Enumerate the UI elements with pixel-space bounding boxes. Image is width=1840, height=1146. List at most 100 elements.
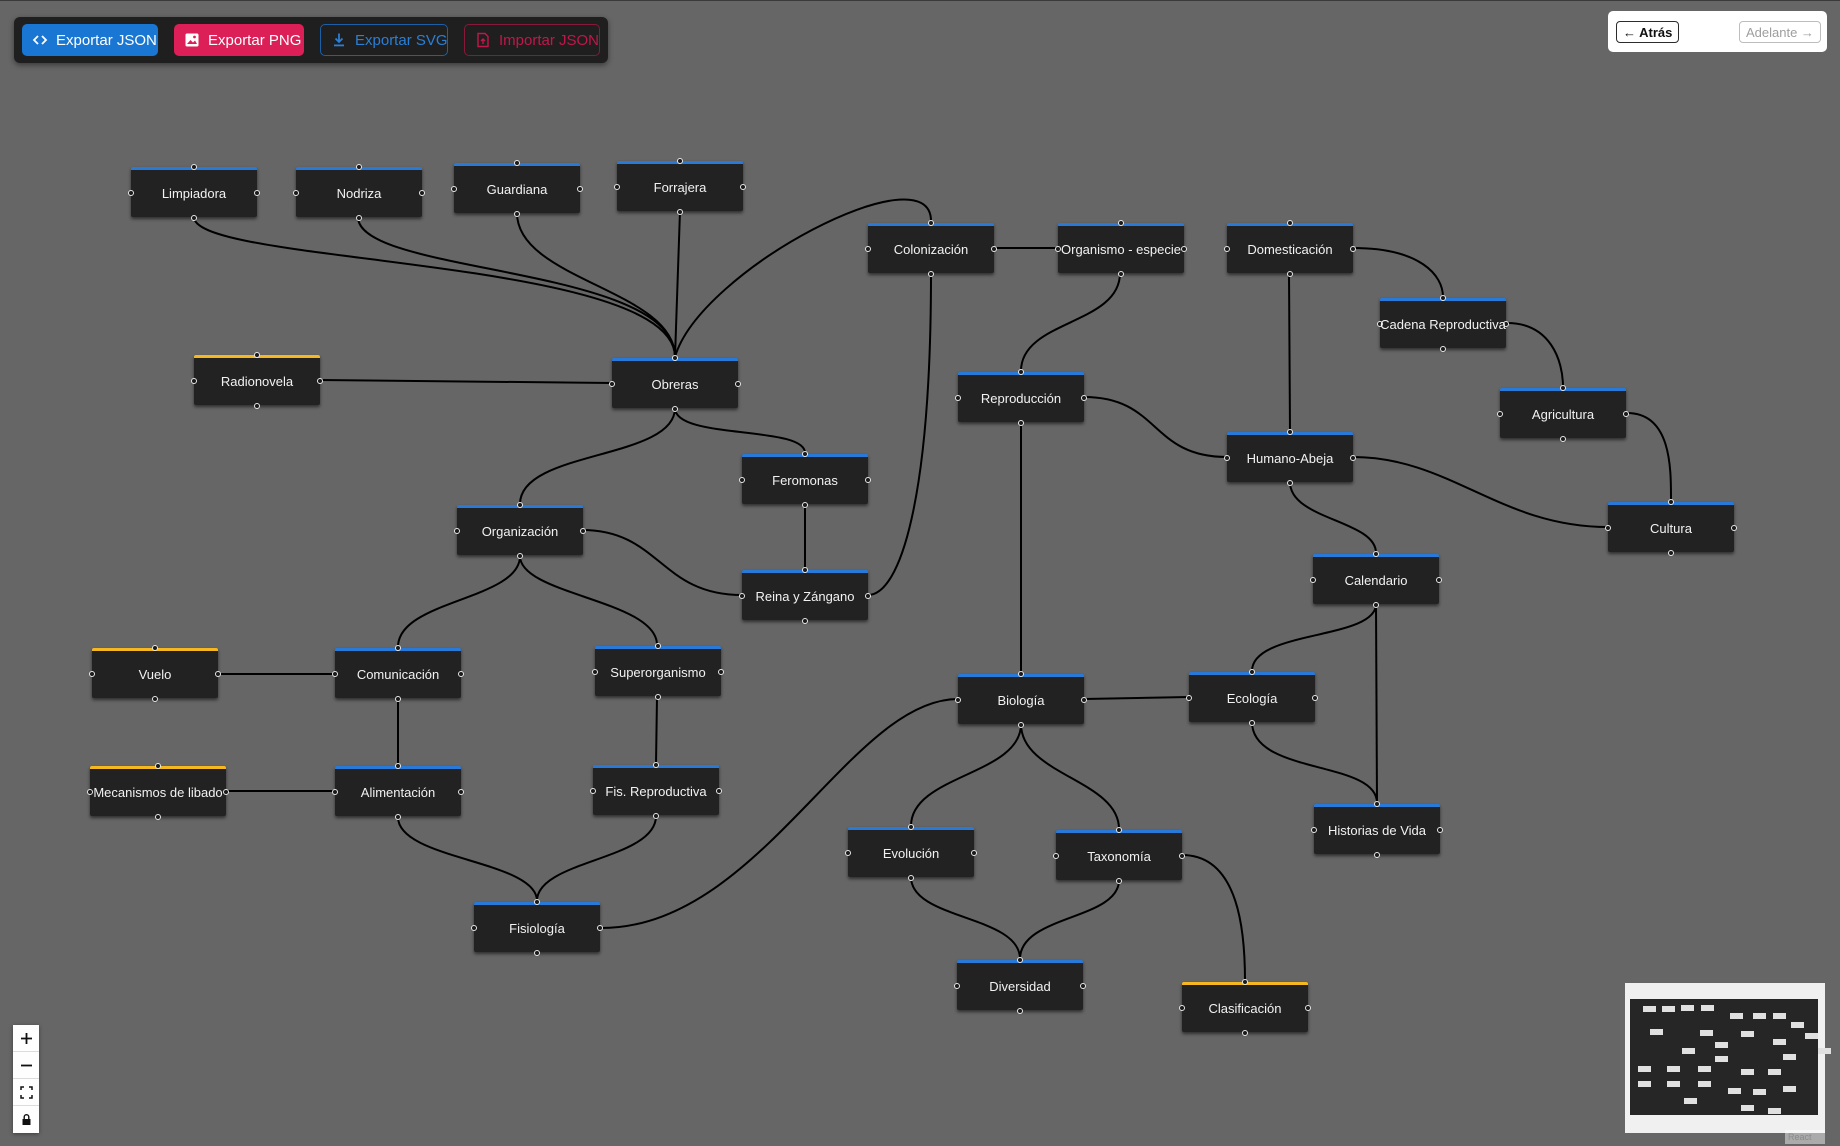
- edge-domesticacion-cadena[interactable]: [1352, 247, 1444, 298]
- edge-nodriza-obreras[interactable]: [357, 216, 676, 358]
- node-clasificacion[interactable]: Clasificación: [1179, 979, 1311, 1036]
- edge-radionovela-obreras[interactable]: [319, 379, 613, 384]
- edge-taxonomia-diversidad[interactable]: [1019, 879, 1120, 960]
- handle-top[interactable]: [1242, 979, 1248, 985]
- handle-bottom[interactable]: [1440, 346, 1446, 352]
- handle-right[interactable]: [971, 850, 977, 856]
- handle-right[interactable]: [419, 190, 425, 196]
- handle-left[interactable]: [1497, 411, 1503, 417]
- handle-left[interactable]: [1053, 853, 1059, 859]
- node-colonizacion[interactable]: Colonización: [865, 220, 997, 277]
- handle-left[interactable]: [954, 983, 960, 989]
- handle-bottom[interactable]: [1668, 550, 1674, 556]
- handle-left[interactable]: [1311, 827, 1317, 833]
- handle-bottom[interactable]: [1018, 722, 1024, 728]
- edge-limpiadora-obreras[interactable]: [193, 216, 676, 358]
- attribution[interactable]: React Flow: [1785, 1130, 1825, 1144]
- handle-top[interactable]: [1287, 220, 1293, 226]
- handle-bottom[interactable]: [155, 814, 161, 820]
- minimap[interactable]: [1625, 983, 1832, 1133]
- handle-left[interactable]: [1224, 246, 1230, 252]
- node-taxonomia[interactable]: Taxonomía: [1053, 827, 1185, 884]
- edge-alimentacion-fisiologia[interactable]: [397, 816, 538, 902]
- node-obreras[interactable]: Obreras: [609, 355, 741, 412]
- handle-right[interactable]: [716, 788, 722, 794]
- handle-top[interactable]: [653, 762, 659, 768]
- handle-right[interactable]: [1305, 1005, 1311, 1011]
- handle-left[interactable]: [1310, 577, 1316, 583]
- handle-right[interactable]: [865, 477, 871, 483]
- handle-bottom[interactable]: [395, 696, 401, 702]
- node-radionovela[interactable]: Radionovela: [191, 352, 323, 409]
- handle-left[interactable]: [1605, 525, 1611, 531]
- handle-right[interactable]: [865, 593, 871, 599]
- handle-bottom[interactable]: [653, 813, 659, 819]
- handle-bottom[interactable]: [672, 406, 678, 412]
- handle-top[interactable]: [802, 451, 808, 457]
- edge-superorganismo-fisrep[interactable]: [655, 696, 658, 765]
- edge-domesticacion-humano[interactable]: [1288, 272, 1291, 432]
- node-nodriza[interactable]: Nodriza: [293, 164, 425, 221]
- node-vuelo[interactable]: Vuelo: [89, 645, 221, 702]
- handle-top[interactable]: [802, 567, 808, 573]
- node-agricultura[interactable]: Agricultura: [1497, 385, 1629, 442]
- handle-top[interactable]: [191, 164, 197, 170]
- handle-right[interactable]: [740, 184, 746, 190]
- handle-right[interactable]: [1437, 827, 1443, 833]
- zoom-in-button[interactable]: [13, 1025, 39, 1052]
- handle-left[interactable]: [332, 671, 338, 677]
- handle-right[interactable]: [1350, 455, 1356, 461]
- node-feromonas[interactable]: Feromonas: [739, 451, 871, 508]
- node-biologia[interactable]: Biología: [955, 671, 1087, 728]
- edge-ecologia-historias[interactable]: [1251, 721, 1378, 804]
- handle-left[interactable]: [955, 395, 961, 401]
- handle-bottom[interactable]: [1017, 1008, 1023, 1014]
- handle-left[interactable]: [1186, 695, 1192, 701]
- handle-top[interactable]: [155, 763, 161, 769]
- handle-bottom[interactable]: [1242, 1030, 1248, 1036]
- handle-top[interactable]: [1017, 957, 1023, 963]
- handle-left[interactable]: [865, 246, 871, 252]
- handle-top[interactable]: [672, 355, 678, 361]
- handle-right[interactable]: [458, 671, 464, 677]
- edge-humano-cultura[interactable]: [1352, 456, 1609, 528]
- edge-organizacion-comunicacion[interactable]: [397, 555, 521, 648]
- export-png-button[interactable]: Exportar PNG: [174, 24, 304, 56]
- handle-bottom[interactable]: [677, 209, 683, 215]
- handle-right[interactable]: [597, 925, 603, 931]
- handle-bottom[interactable]: [1249, 720, 1255, 726]
- node-domesticacion[interactable]: Domesticación: [1224, 220, 1356, 277]
- handle-top[interactable]: [395, 763, 401, 769]
- handle-right[interactable]: [223, 789, 229, 795]
- forward-button[interactable]: Adelante →: [1739, 21, 1821, 43]
- handle-bottom[interactable]: [908, 875, 914, 881]
- handle-left[interactable]: [590, 788, 596, 794]
- node-fisrep[interactable]: Fis. Reproductiva: [590, 762, 722, 819]
- edge-cadena-agricultura[interactable]: [1506, 322, 1564, 388]
- handle-right[interactable]: [991, 246, 997, 252]
- handle-top[interactable]: [1118, 220, 1124, 226]
- handle-top[interactable]: [514, 160, 520, 166]
- handle-right[interactable]: [1081, 697, 1087, 703]
- handle-left[interactable]: [451, 186, 457, 192]
- handle-left[interactable]: [89, 671, 95, 677]
- handle-bottom[interactable]: [152, 696, 158, 702]
- handle-left[interactable]: [128, 190, 134, 196]
- handle-bottom[interactable]: [1018, 420, 1024, 426]
- handle-left[interactable]: [1055, 246, 1061, 252]
- node-guardiana[interactable]: Guardiana: [451, 160, 583, 217]
- node-calendario[interactable]: Calendario: [1310, 551, 1442, 608]
- handle-top[interactable]: [356, 164, 362, 170]
- handle-bottom[interactable]: [1374, 852, 1380, 858]
- handle-bottom[interactable]: [1287, 271, 1293, 277]
- edge-forrajera-obreras[interactable]: [674, 210, 681, 358]
- handle-left[interactable]: [845, 850, 851, 856]
- handle-right[interactable]: [1350, 246, 1356, 252]
- edge-biologia-evolucion[interactable]: [910, 723, 1022, 827]
- handle-top[interactable]: [1287, 429, 1293, 435]
- handle-left[interactable]: [1224, 455, 1230, 461]
- edge-humano-calendario[interactable]: [1289, 481, 1377, 554]
- zoom-out-button[interactable]: [13, 1052, 39, 1079]
- fit-view-button[interactable]: [13, 1079, 39, 1106]
- handle-bottom[interactable]: [1118, 271, 1124, 277]
